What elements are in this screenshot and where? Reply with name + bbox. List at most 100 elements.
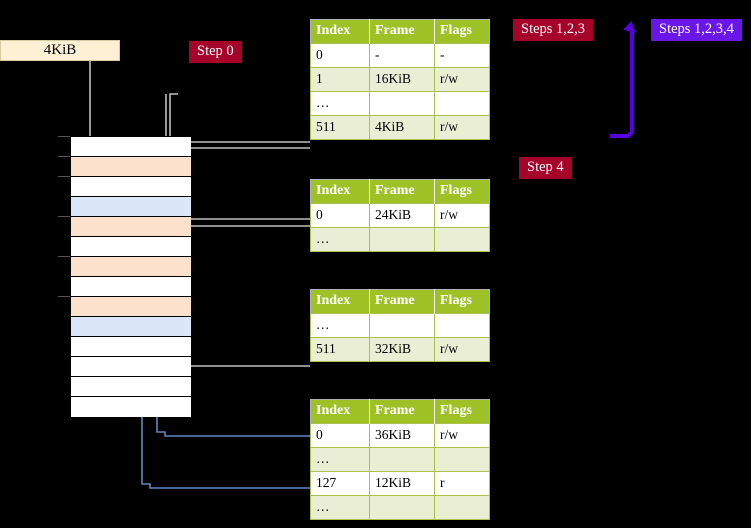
memory-frame-row: [71, 177, 191, 197]
table-header-row: Index Frame Flags: [310, 399, 490, 424]
column-header-index: Index: [310, 19, 370, 44]
cell-frame: 16KiB: [369, 67, 435, 92]
cell-frame: 12KiB: [369, 471, 435, 496]
cell-frame: 36KiB: [369, 423, 435, 448]
memory-scale-tick: [58, 256, 70, 257]
column-header-index: Index: [310, 289, 370, 314]
badge-step-4: Step 4: [519, 157, 572, 179]
column-header-index: Index: [310, 399, 370, 424]
cell-frame: 32KiB: [369, 337, 435, 362]
column-header-flags: Flags: [434, 179, 490, 204]
cell-flags: [434, 227, 490, 252]
memory-scale-tick: [58, 216, 70, 217]
memory-frame-row: [71, 297, 191, 317]
wire-purple-bracket: [610, 21, 636, 138]
cell-index: …: [310, 227, 370, 252]
memory-frame-row: [71, 137, 191, 157]
column-header-frame: Frame: [369, 19, 435, 44]
wire-memory-to-pdpt: [187, 160, 310, 220]
memory-frame-row: [71, 217, 191, 237]
column-header-flags: Flags: [434, 399, 490, 424]
memory-frame-row: [71, 157, 191, 177]
cell-flags: r/w: [434, 67, 490, 92]
memory-frame-row: [71, 197, 191, 217]
cell-frame: [369, 495, 435, 520]
column-header-flags: Flags: [434, 289, 490, 314]
cell-index: 511: [310, 115, 370, 140]
memory-frame-row: [71, 317, 191, 337]
column-header-frame: Frame: [369, 179, 435, 204]
badge-step-0: Step 0: [189, 41, 242, 63]
cell-index: 511: [310, 337, 370, 362]
cell-index: 1: [310, 67, 370, 92]
memory-scale-tick: [58, 136, 70, 137]
memory-frame-row: [71, 397, 191, 417]
memory-frame-row: [71, 277, 191, 297]
cell-flags: r/w: [434, 423, 490, 448]
column-header-index: Index: [310, 179, 370, 204]
frame-size-label: 4KiB: [0, 40, 120, 61]
cell-flags: r/w: [434, 337, 490, 362]
wire-gray-up-1: [177, 292, 310, 367]
table-row: …: [310, 495, 490, 520]
memory-frame-row: [71, 357, 191, 377]
cell-index: …: [310, 313, 370, 338]
memory-scale-tick: [58, 296, 70, 297]
badge-steps-1-2-3: Steps 1,2,3: [513, 19, 594, 41]
cell-flags: [434, 313, 490, 338]
cell-flags: [434, 91, 490, 116]
cell-index: …: [310, 447, 370, 472]
cell-frame: -: [369, 43, 435, 68]
cell-frame: [369, 91, 435, 116]
cell-index: 127: [310, 471, 370, 496]
wire-gray-elbow-1: [183, 146, 310, 149]
table-header-row: Index Frame Flags: [310, 179, 490, 204]
column-header-frame: Frame: [369, 289, 435, 314]
memory-frame-row: [71, 337, 191, 357]
cell-frame: [369, 227, 435, 252]
cell-frame: [369, 447, 435, 472]
cell-flags: r/w: [434, 115, 490, 140]
cell-frame: 24KiB: [369, 203, 435, 228]
column-header-frame: Frame: [369, 399, 435, 424]
table-row: …: [310, 227, 490, 252]
wire-pml4-511-to-memory: [169, 93, 310, 143]
memory-scale-tick: [58, 176, 70, 177]
memory-frame-row: [71, 237, 191, 257]
cell-flags: -: [434, 43, 490, 68]
wire-gray-elbow-2: [177, 225, 310, 262]
cell-frame: 4KiB: [369, 115, 435, 140]
cell-index: 0: [310, 43, 370, 68]
table-header-row: Index Frame Flags: [310, 289, 490, 314]
cell-flags: [434, 447, 490, 472]
cell-index: …: [310, 495, 370, 520]
table-row: …: [310, 91, 490, 116]
table-row: …: [310, 313, 490, 338]
cell-flags: r: [434, 471, 490, 496]
cell-index: …: [310, 91, 370, 116]
table-row: …: [310, 447, 490, 472]
memory-scale-tick: [58, 156, 70, 157]
table-row: 0--: [310, 43, 490, 68]
cell-index: 0: [310, 203, 370, 228]
memory-frame-row: [71, 377, 191, 397]
cell-flags: r/w: [434, 203, 490, 228]
column-header-flags: Flags: [434, 19, 490, 44]
badge-steps-1-2-3-4: Steps 1,2,3,4: [651, 19, 742, 41]
cell-index: 0: [310, 423, 370, 448]
